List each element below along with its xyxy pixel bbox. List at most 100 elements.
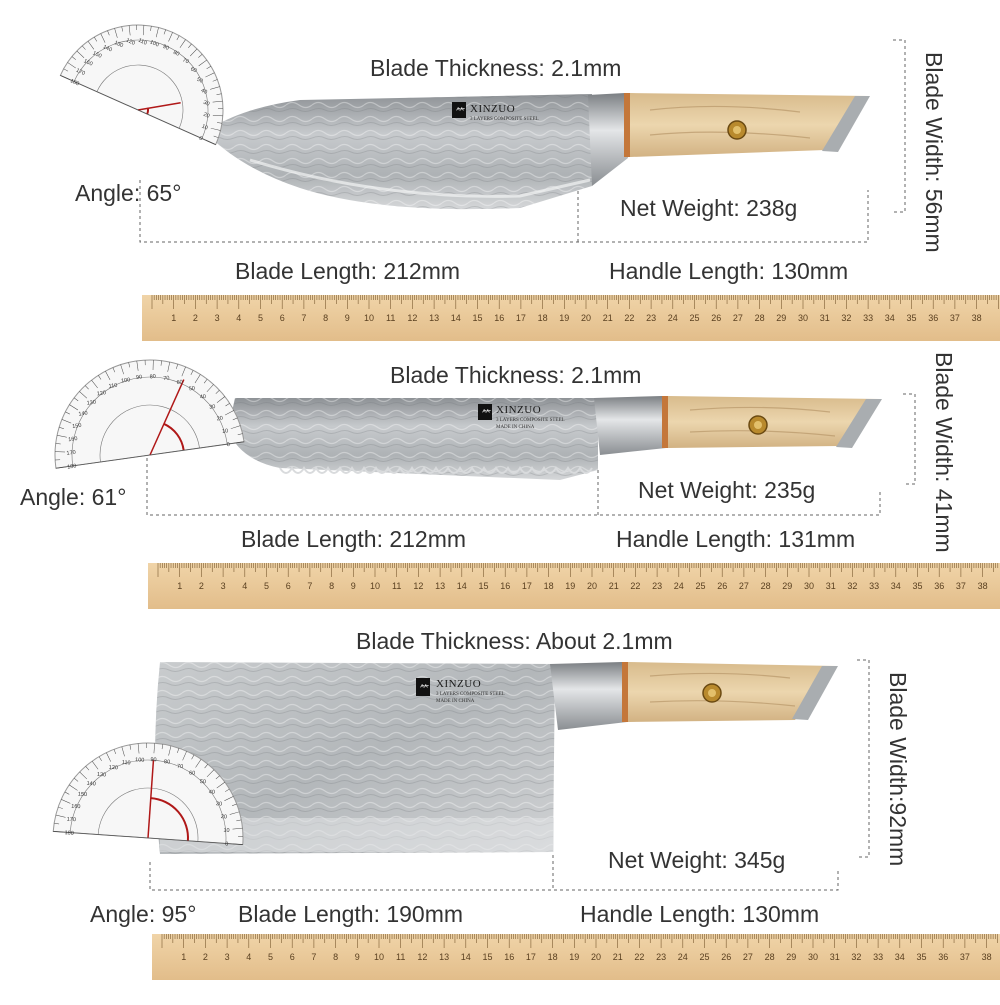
- protractor-tick: [203, 378, 208, 384]
- protractor-tick: [61, 419, 72, 424]
- ruler-number: 26: [717, 581, 727, 591]
- brand-line-1: 3 LAYERS COMPOSITE STEEL: [470, 117, 539, 122]
- ruler-number: 9: [351, 581, 356, 591]
- ruler-number: 21: [609, 581, 619, 591]
- ruler-number: 29: [786, 952, 796, 962]
- ruler-number: 17: [526, 952, 536, 962]
- protractor-tick: [55, 451, 66, 453]
- protractor-tick: [225, 403, 230, 407]
- protractor-tick: [59, 427, 64, 429]
- protractor-tick: [181, 366, 186, 377]
- blade-thickness-label: Blade Thickness: 2.1mm: [390, 362, 641, 388]
- protractor-tick: [100, 33, 106, 43]
- handle-length-label: Handle Length: 130mm: [580, 901, 819, 927]
- protractor-tick: [121, 26, 123, 32]
- protractor-tick: [114, 28, 118, 38]
- protractor-tick: [176, 364, 178, 369]
- protractor-tick: [55, 443, 61, 445]
- ruler-number: 23: [646, 313, 656, 323]
- protractor-tick: [60, 75, 70, 80]
- ruler-number: 12: [407, 313, 417, 323]
- protractor-number: 130: [86, 400, 96, 407]
- length-dimension-line: [139, 180, 869, 243]
- ruler-number: 38: [978, 581, 988, 591]
- protractor-tick: [205, 72, 215, 78]
- net-weight-label: Net Weight: 345g: [608, 847, 785, 873]
- protractor-tick: [121, 746, 125, 757]
- protractor-tick: [64, 791, 70, 795]
- blade-thickness-label: Blade Thickness: 2.1mm: [370, 55, 621, 81]
- ruler-number: 29: [782, 581, 792, 591]
- bread-knife-blade: [228, 398, 598, 480]
- brand-line-2: MADE IN CHINA: [436, 699, 475, 704]
- protractor-tick: [206, 140, 216, 145]
- ruler-number: 34: [891, 581, 901, 591]
- protractor-tick: [87, 41, 95, 50]
- ruler-number: 16: [500, 581, 510, 591]
- ruler-number: 30: [798, 313, 808, 323]
- ruler-number: 35: [906, 313, 916, 323]
- ruler-number: 6: [286, 581, 291, 591]
- protractor-tick: [163, 29, 166, 35]
- ruler-number: 3: [225, 952, 230, 962]
- protractor-number: 140: [86, 781, 96, 788]
- protractor-number: 40: [200, 394, 207, 401]
- protractor-tick: [232, 843, 243, 845]
- ruler-number: 20: [591, 952, 601, 962]
- ruler-number: 8: [323, 313, 328, 323]
- protractor-tick: [237, 433, 243, 436]
- protractor-tick: [55, 459, 61, 461]
- protractor-tick: [79, 391, 88, 399]
- ruler-number: 37: [950, 313, 960, 323]
- svg-text:⺮: ⺮: [456, 106, 465, 117]
- blade-length-label: Blade Length: 212mm: [241, 526, 466, 552]
- ruler-number: 7: [307, 581, 312, 591]
- protractor-tick: [53, 831, 64, 833]
- protractor-number: 20: [202, 112, 210, 120]
- protractor-number: 10: [223, 828, 230, 834]
- ruler-number: 34: [895, 952, 905, 962]
- blade-length-label: Blade Length: 190mm: [238, 901, 463, 927]
- protractor-tick: [189, 48, 198, 57]
- handle-length-label: Handle Length: 130mm: [609, 258, 848, 284]
- chef-knife-handle: [588, 93, 870, 186]
- length-dimension-line: [146, 440, 881, 516]
- ruler-number: 2: [203, 952, 208, 962]
- ruler-number: 37: [960, 952, 970, 962]
- protractor-tick: [106, 752, 111, 762]
- protractor-tick: [229, 811, 240, 815]
- ruler-number: 4: [242, 581, 247, 591]
- ruler-number: 7: [311, 952, 316, 962]
- ruler-number: 14: [451, 313, 461, 323]
- ruler-number: 27: [743, 952, 753, 962]
- ruler-number: 22: [634, 952, 644, 962]
- ruler-number: 33: [863, 313, 873, 323]
- protractor-number: 10: [222, 428, 229, 435]
- ruler-number: 23: [652, 581, 662, 591]
- ruler-number: 6: [280, 313, 285, 323]
- protractor-tick: [216, 781, 226, 789]
- protractor-tick: [215, 390, 220, 394]
- protractor-tick: [79, 771, 88, 780]
- protractor-number: 20: [216, 416, 223, 423]
- ruler-number: 16: [494, 313, 504, 323]
- protractor-tick: [142, 25, 145, 36]
- ruler-number: 13: [439, 952, 449, 962]
- knife-1-section: ⺮ XINZUO 3 LAYERS COMPOSITE STEEL 010203…: [59, 24, 1000, 341]
- protractor-number: 20: [221, 814, 228, 820]
- protractor-tick: [224, 796, 234, 801]
- ruler-number: 5: [268, 952, 273, 962]
- ruler-body: [148, 563, 1000, 609]
- protractor-tick: [136, 25, 137, 31]
- ruler-number: 3: [221, 581, 226, 591]
- ruler-number: 17: [522, 581, 532, 591]
- protractor-tick: [153, 743, 155, 754]
- protractor-2: 0102030405060708090100110120130140150160…: [54, 359, 245, 471]
- blade-width-label: Blade Width: 56mm: [921, 52, 947, 253]
- ruler-number: 32: [851, 952, 861, 962]
- protractor-number: 180: [64, 830, 74, 837]
- protractor-number: 80: [172, 50, 180, 58]
